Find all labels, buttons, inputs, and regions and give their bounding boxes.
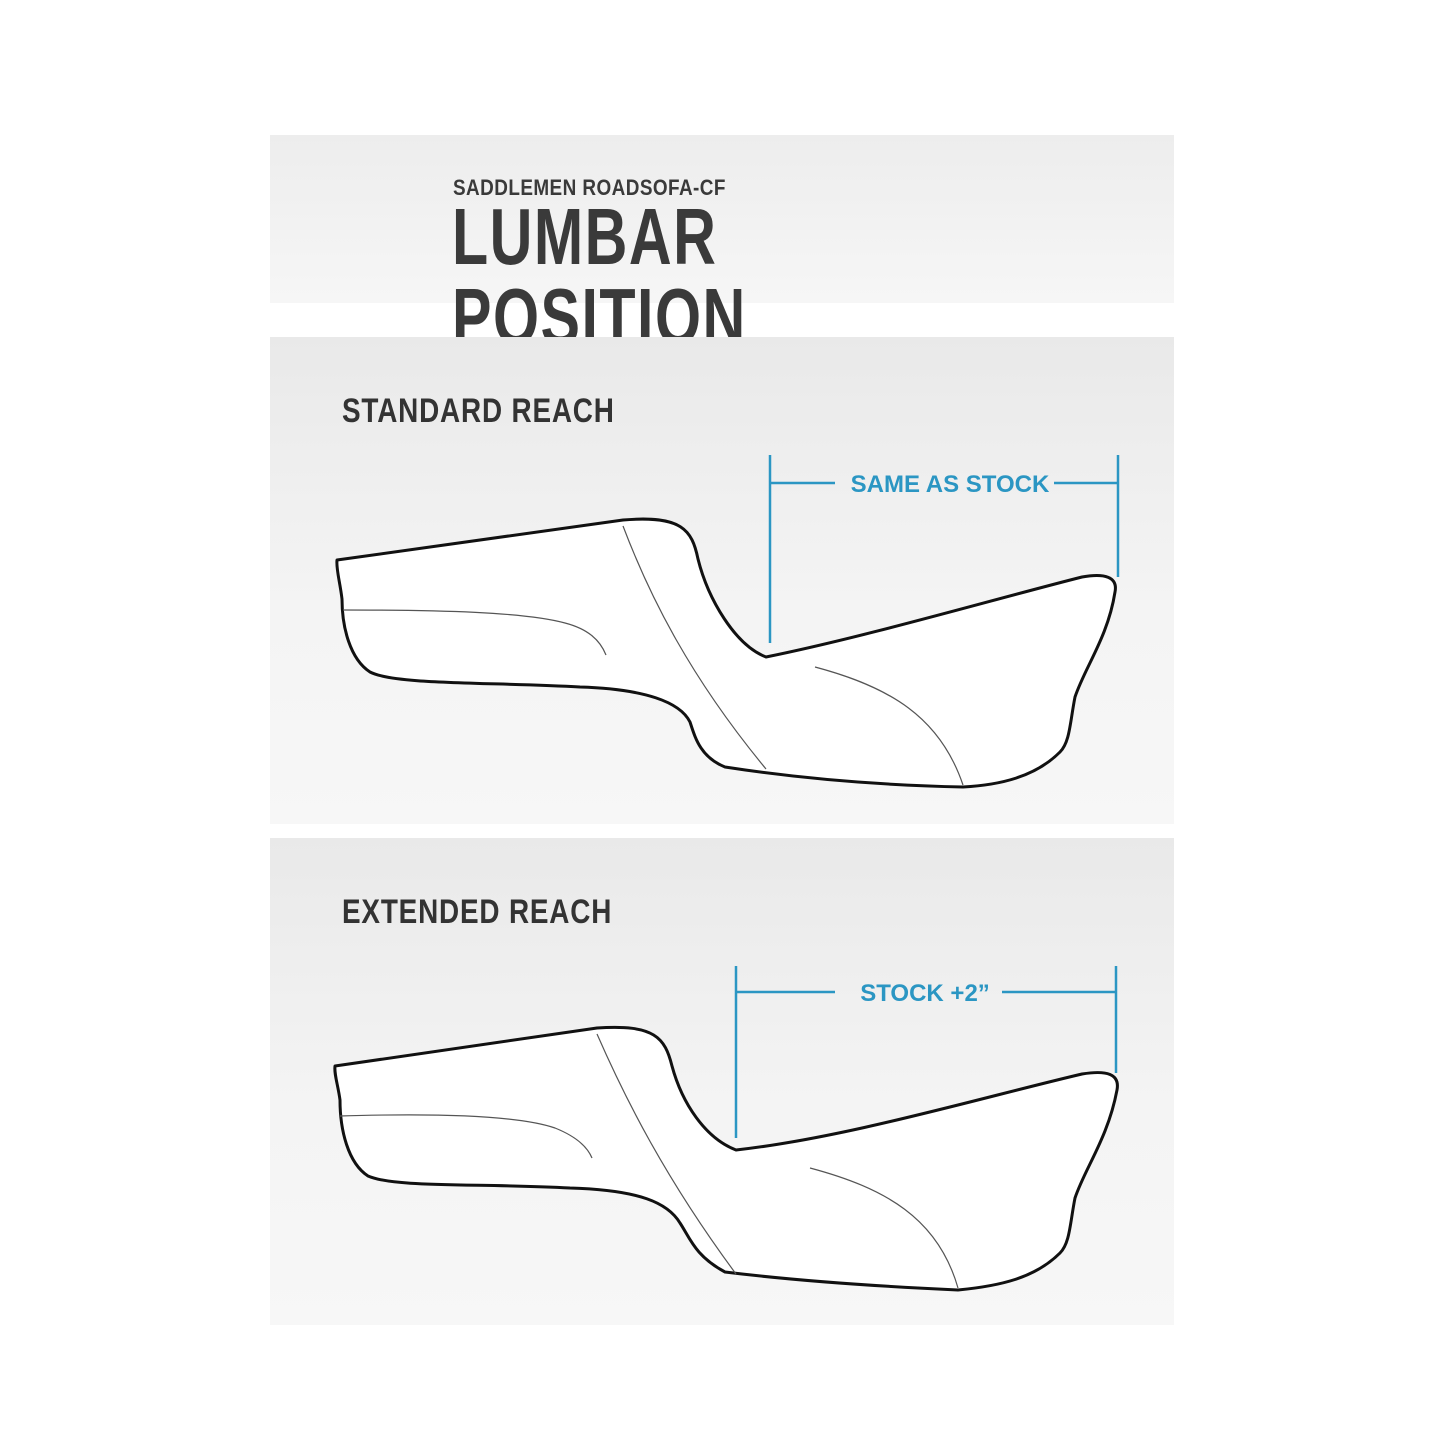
standard-reach-dimension-label: SAME AS STOCK — [851, 471, 1050, 498]
standard-reach-title: STANDARD REACH — [342, 392, 615, 430]
seat-outline — [335, 517, 1117, 789]
extended-reach-dimension — [734, 966, 1118, 1138]
standard-reach-diagram: SAME AS STOCK — [335, 455, 1120, 789]
extended-reach-panel: EXTENDED REACH STOCK +2” — [270, 838, 1174, 1325]
seat-outline — [333, 1025, 1119, 1292]
seat-seam-right — [814, 666, 964, 786]
brand-name: SADDLEMEN ROADSOFA-CF — [453, 175, 726, 200]
seat-seam-left — [342, 609, 607, 656]
seat-seam-middle — [622, 525, 767, 770]
standard-reach-panel: STANDARD REACH SAME AS STOCK — [270, 337, 1174, 824]
seat-seam-middle — [596, 1033, 737, 1275]
seat-seam-left — [339, 1114, 593, 1159]
extended-reach-dimension-label: STOCK +2” — [860, 980, 990, 1007]
page-title: LUMBAR POSITION — [452, 192, 747, 361]
extended-reach-diagram: STOCK +2” — [333, 966, 1119, 1292]
seat-seam-right — [809, 1167, 959, 1289]
extended-reach-title: EXTENDED REACH — [342, 893, 613, 931]
header-panel: SADDLEMEN ROADSOFA-CF LUMBAR POSITION — [270, 135, 1174, 357]
standard-reach-dimension — [768, 455, 1120, 643]
